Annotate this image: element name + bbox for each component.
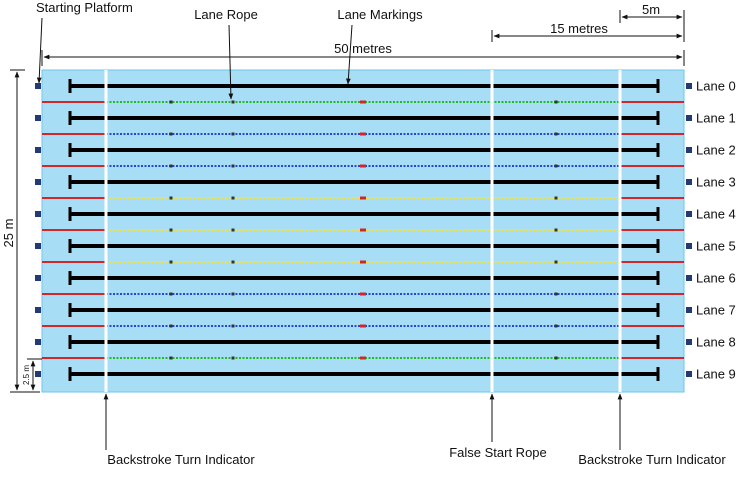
false-start-rope-label: False Start Rope — [449, 445, 547, 460]
rope-bead — [169, 100, 173, 104]
rope-bead — [169, 132, 173, 136]
lane-end-block — [686, 307, 692, 313]
lane-end-block — [686, 339, 692, 345]
rope-bead — [169, 164, 173, 168]
rope-bead — [554, 356, 558, 360]
lane-ropes — [42, 100, 684, 360]
rope-center-marker — [360, 292, 366, 296]
rope-bead — [169, 292, 173, 296]
rope-bead — [554, 260, 558, 264]
starting-platform-label: Starting Platform — [36, 0, 133, 15]
lane-label: Lane 1 — [696, 111, 736, 126]
starting-platform — [35, 243, 41, 249]
rope-center-marker — [360, 196, 366, 200]
lane-label: Lane 6 — [696, 271, 736, 286]
lane-label: Lane 7 — [696, 303, 736, 318]
lane-labels: Lane 0 Lane 1 Lane 2 Lane 3 Lane 4 Lane 5 Lane… — [696, 79, 736, 382]
rope-center-marker — [360, 132, 366, 136]
lane-label: Lane 4 — [696, 207, 736, 222]
starting-platform — [35, 275, 41, 281]
starting-platform — [35, 179, 41, 185]
lane-markings — [68, 79, 660, 381]
starting-platform — [35, 115, 41, 121]
rope-bead — [169, 324, 173, 328]
false-start-distance-label: 15 metres — [550, 21, 608, 36]
rope-bead — [169, 260, 173, 264]
rope-center-marker — [360, 324, 366, 328]
backstroke-indicator-right-label: Backstroke Turn Indicator — [578, 452, 726, 467]
rope-bead — [231, 324, 235, 328]
lane-end-block — [686, 371, 692, 377]
lane-label: Lane 8 — [696, 335, 736, 350]
lane-label: Lane 9 — [696, 367, 736, 382]
starting-platforms — [35, 83, 692, 377]
lane-label: Lane 2 — [696, 143, 736, 158]
lane-end-block — [686, 275, 692, 281]
rope-bead — [231, 292, 235, 296]
rope-bead — [231, 260, 235, 264]
lane-end-block — [686, 179, 692, 185]
lane-rope-label: Lane Rope — [194, 7, 258, 22]
backstroke-distance-label: 5m — [642, 2, 660, 17]
rope-bead — [231, 164, 235, 168]
lane-end-block — [686, 211, 692, 217]
rope-bead — [554, 324, 558, 328]
lane-label: Lane 3 — [696, 175, 736, 190]
starting-platform — [35, 371, 41, 377]
rope-bead — [554, 196, 558, 200]
rope-bead — [554, 132, 558, 136]
rope-bead — [231, 228, 235, 232]
length-label: 50 metres — [334, 41, 392, 56]
starting-platform — [35, 339, 41, 345]
lane-markings-leader — [345, 24, 353, 85]
rope-bead — [169, 196, 173, 200]
rope-bead — [169, 228, 173, 232]
rope-bead — [231, 100, 235, 104]
rope-center-marker — [360, 356, 366, 360]
rope-bead — [554, 164, 558, 168]
backstroke-indicator-left-label: Backstroke Turn Indicator — [107, 452, 255, 467]
lane-end-block — [686, 147, 692, 153]
lane-end-block — [686, 83, 692, 89]
lane-end-block — [686, 243, 692, 249]
lane-width-label: 2.5 m — [22, 365, 31, 385]
rope-bead — [554, 292, 558, 296]
width-label: 25 m — [1, 219, 16, 248]
lane-label: Lane 0 — [696, 79, 736, 94]
rope-bead — [554, 100, 558, 104]
rope-bead — [554, 228, 558, 232]
rope-center-marker — [360, 164, 366, 168]
rope-center-marker — [360, 228, 366, 232]
rope-bead — [169, 356, 173, 360]
rope-center-marker — [360, 100, 366, 104]
starting-platform — [35, 83, 41, 89]
rope-center-marker — [360, 260, 366, 264]
rope-bead — [231, 356, 235, 360]
lane-label: Lane 5 — [696, 239, 736, 254]
rope-bead — [231, 132, 235, 136]
lane-markings-label: Lane Markings — [337, 7, 423, 22]
starting-platform — [35, 211, 41, 217]
starting-platform — [35, 307, 41, 313]
rope-bead — [231, 196, 235, 200]
starting-platform-leader — [36, 17, 43, 84]
starting-platform — [35, 147, 41, 153]
lane-rope-leader — [228, 24, 234, 100]
lane-end-block — [686, 115, 692, 121]
